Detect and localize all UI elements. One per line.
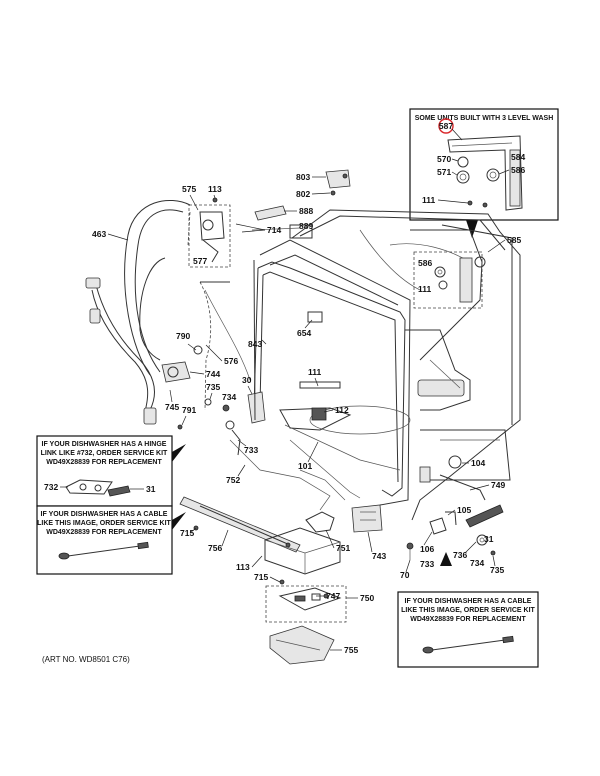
part-label-747: 747: [326, 591, 340, 601]
part-label-101: 101: [298, 461, 312, 471]
part-label-715a: 715: [180, 528, 194, 538]
part-label-70: 70: [400, 570, 410, 580]
part-label-756: 756: [208, 543, 222, 553]
control-panel-parts: [179, 469, 383, 585]
part-label-105: 105: [457, 505, 471, 515]
part-label-104: 104: [471, 458, 485, 468]
part-label-745: 745: [165, 402, 179, 412]
cable-left-line-3: WD49X28839 FOR REPLACEMENT: [46, 529, 162, 536]
part-label-106: 106: [420, 544, 434, 554]
part-label-112: 112: [335, 405, 349, 415]
part-label-743: 743: [372, 551, 386, 561]
part-label-113b: 113: [236, 562, 250, 572]
inlet-valve-group: [188, 197, 231, 268]
part-label-790: 790: [176, 331, 190, 341]
part-label-113a: 113: [208, 184, 222, 194]
part-label-734a: 734: [222, 392, 236, 402]
part-label-735a: 735: [206, 382, 220, 392]
hinge-note-box: IF YOUR DISHWASHER HAS A HINGE LINK LIKE…: [36, 435, 186, 507]
part-label-714: 714: [267, 225, 281, 235]
cable-note-box-left: IF YOUR DISHWASHER HAS A CABLE LIKE THIS…: [36, 505, 186, 575]
part-label-733a: 733: [244, 445, 258, 455]
part-label-576: 576: [224, 356, 238, 366]
part-label-587: 587: [439, 121, 453, 131]
cable-left-line-2: LIKE THIS IMAGE, ORDER SERVICE KIT: [37, 520, 171, 527]
part-label-735b: 735: [490, 565, 504, 575]
part-label-749: 749: [491, 480, 505, 490]
part-label-577: 577: [193, 256, 207, 266]
part-label-584: 584: [511, 152, 525, 162]
part-label-791: 791: [182, 405, 196, 415]
part-label-802: 802: [296, 189, 310, 199]
part-label-889: 889: [299, 221, 313, 231]
part-label-586b: 586: [418, 258, 432, 268]
part-label-30: 30: [242, 375, 252, 385]
art-number: (ART NO. WD8501 C76): [42, 655, 130, 664]
cable-right-line-1: IF YOUR DISHWASHER HAS A CABLE: [405, 598, 532, 605]
right-hinge-parts: [406, 504, 504, 560]
part-label-715b: 715: [254, 572, 268, 582]
part-label-752: 752: [226, 475, 240, 485]
part-label-732: 732: [44, 482, 58, 492]
board-cover: [269, 625, 335, 665]
cable-left-line-1: IF YOUR DISHWASHER HAS A CABLE: [41, 511, 168, 518]
part-label-733b: 733: [420, 559, 434, 569]
highlight-circle: [438, 118, 454, 134]
top-bracket-group: [251, 169, 351, 239]
part-label-755: 755: [344, 645, 358, 655]
cable-right-line-3: WD49X28839 FOR REPLACEMENT: [410, 616, 526, 623]
three-level-wash-inset: SOME UNITS BUILT WITH 3 LEVEL WASH 587 5…: [409, 108, 559, 238]
part-label-31a: 31: [146, 484, 156, 494]
part-label-750: 750: [360, 593, 374, 603]
door-hinge-parts: [161, 259, 266, 456]
part-label-463: 463: [92, 229, 106, 239]
part-label-111c: 111: [308, 367, 322, 377]
part-label-744: 744: [206, 369, 220, 379]
hinge-note-line-1: IF YOUR DISHWASHER HAS A HINGE: [42, 441, 167, 448]
tub-assembly: [229, 209, 521, 521]
part-label-736: 736: [453, 550, 467, 560]
part-label-843: 843: [248, 339, 262, 349]
part-label-31b: 31: [484, 534, 494, 544]
part-label-888: 888: [299, 206, 313, 216]
part-label-585: 585: [507, 235, 521, 245]
part-label-111a: 111: [422, 195, 436, 205]
part-label-571: 571: [437, 167, 451, 177]
part-label-734b: 734: [470, 558, 484, 568]
cable-right-line-2: LIKE THIS IMAGE, ORDER SERVICE KIT: [401, 607, 535, 614]
part-label-586a: 586: [511, 165, 525, 175]
part-label-111b: 111: [418, 284, 432, 294]
part-label-570: 570: [437, 154, 451, 164]
cable-note-box-right: IF YOUR DISHWASHER HAS A CABLE LIKE THIS…: [397, 552, 539, 668]
three-level-wash-note: SOME UNITS BUILT WITH 3 LEVEL WASH: [415, 115, 554, 122]
part-label-654: 654: [297, 328, 311, 338]
part-label-803: 803: [296, 172, 310, 182]
part-label-751: 751: [336, 543, 350, 553]
hinge-note-line-3: WD49X28839 FOR REPLACEMENT: [46, 459, 162, 466]
hinge-note-line-2: LINK LIKE #732, ORDER SERVICE KIT: [41, 450, 168, 457]
part-label-575: 575: [182, 184, 196, 194]
